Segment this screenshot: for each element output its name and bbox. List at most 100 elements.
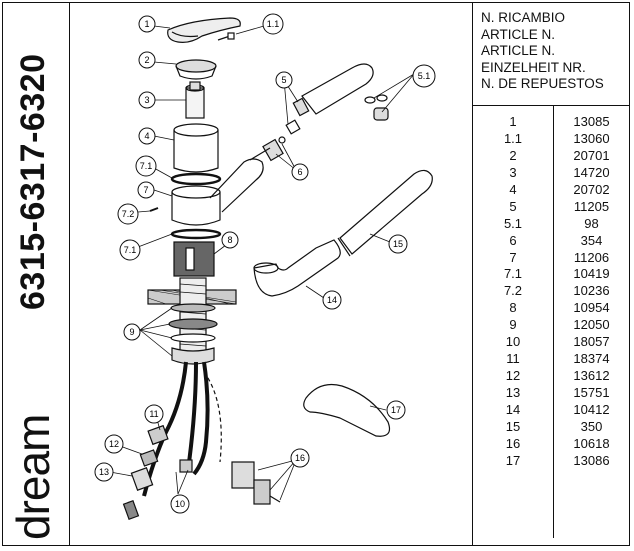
callout-6: 6 bbox=[291, 163, 309, 181]
part-position: 10 bbox=[505, 334, 521, 350]
part-position: 5.1 bbox=[503, 215, 523, 231]
tap-body bbox=[171, 158, 264, 226]
table-row: 16 10618 bbox=[473, 436, 630, 453]
callout-7-1-top: 7.1 bbox=[135, 155, 157, 177]
svg-text:8: 8 bbox=[227, 235, 232, 245]
spray-head-small bbox=[292, 63, 374, 117]
callout-17: 17 bbox=[386, 400, 406, 420]
callout-4: 4 bbox=[138, 127, 156, 145]
callout-9: 9 bbox=[123, 323, 141, 341]
callout-3: 3 bbox=[138, 91, 156, 109]
part-position: 14 bbox=[505, 401, 521, 417]
svg-text:11: 11 bbox=[149, 409, 158, 419]
table-row: 15 350 bbox=[473, 419, 630, 436]
part-code: 14720 bbox=[573, 164, 610, 180]
table-row: 13 15751 bbox=[473, 385, 630, 402]
svg-text:1.1: 1.1 bbox=[267, 19, 280, 29]
cap bbox=[175, 59, 217, 80]
part-position: 1 bbox=[509, 114, 517, 129]
grub-screw bbox=[149, 207, 159, 212]
part-code: 10618 bbox=[573, 435, 610, 451]
header-line-2: ARTICLE N. bbox=[481, 26, 556, 42]
callout-7-2: 7.2 bbox=[117, 203, 139, 225]
washers-nut bbox=[168, 303, 218, 365]
svg-text:14: 14 bbox=[327, 295, 337, 305]
callout-11: 11 bbox=[144, 404, 164, 424]
model-code-text: 6315-6317-6320 bbox=[14, 53, 52, 310]
column-divider bbox=[553, 106, 554, 538]
part-position: 3 bbox=[509, 164, 517, 180]
part-code: 10954 bbox=[573, 300, 610, 316]
callout-13: 13 bbox=[94, 462, 114, 482]
title-strip bbox=[2, 2, 70, 546]
svg-text:5.1: 5.1 bbox=[418, 71, 431, 81]
part-position: 12 bbox=[505, 368, 521, 384]
svg-text:5: 5 bbox=[281, 75, 286, 85]
leader-lines bbox=[109, 25, 415, 501]
exploded-diagram: 1 1.1 2 3 4 7.1 7 7.2 7.1 8 9 5 5.1 6 15… bbox=[70, 2, 472, 546]
part-position: 7.2 bbox=[503, 283, 523, 299]
threaded-shank bbox=[179, 277, 207, 359]
header-line-1: N. RICAMBIO bbox=[481, 10, 566, 25]
svg-text:10: 10 bbox=[175, 499, 185, 509]
part-code: 20701 bbox=[573, 147, 610, 163]
svg-text:15: 15 bbox=[393, 239, 403, 249]
svg-text:13: 13 bbox=[99, 467, 109, 477]
svg-text:9: 9 bbox=[129, 327, 134, 337]
header-line-4: EINZELHEIT NR. bbox=[481, 59, 586, 75]
part-code: 13060 bbox=[573, 130, 610, 146]
hose-connectors bbox=[122, 424, 193, 520]
header-line-5: N. DE REPUESTOS bbox=[481, 76, 604, 91]
table-row: 8 10954 bbox=[473, 300, 630, 317]
callout-2: 2 bbox=[138, 51, 156, 69]
svg-text:16: 16 bbox=[295, 453, 305, 463]
part-code: 11205 bbox=[573, 198, 610, 214]
o-ring-bottom bbox=[170, 228, 222, 240]
part-code: 10236 bbox=[573, 283, 610, 299]
part-code: 15751 bbox=[573, 385, 610, 400]
part-position: 16 bbox=[505, 435, 521, 451]
part-code: 354 bbox=[580, 232, 603, 248]
callouts: 1 1.1 2 3 4 7.1 7 7.2 7.1 8 9 5 5.1 6 15… bbox=[94, 13, 436, 514]
callout-7: 7 bbox=[137, 181, 155, 199]
spindle bbox=[185, 81, 205, 119]
svg-text:2: 2 bbox=[144, 55, 149, 65]
part-code: 12050 bbox=[573, 317, 610, 333]
part-code: 13086 bbox=[573, 452, 610, 468]
o-ring-top bbox=[170, 172, 222, 186]
table-row: 7.2 10236 bbox=[473, 283, 630, 300]
long-lever bbox=[303, 383, 391, 437]
svg-text:3: 3 bbox=[144, 95, 149, 105]
spout-fittings bbox=[249, 119, 301, 162]
aerator-parts bbox=[364, 94, 389, 121]
part-code: 10419 bbox=[573, 266, 610, 282]
callout-15: 15 bbox=[388, 234, 408, 254]
part-position: 15 bbox=[505, 418, 521, 434]
part-position: 13 bbox=[505, 385, 521, 400]
part-position: 8 bbox=[509, 300, 517, 316]
svg-text:4: 4 bbox=[144, 131, 149, 141]
callout-1: 1 bbox=[138, 15, 156, 33]
part-code: 350 bbox=[580, 418, 603, 434]
handle-screw bbox=[217, 32, 235, 41]
callout-14: 14 bbox=[322, 290, 342, 310]
handle-lever bbox=[167, 17, 241, 43]
header-line-3: ARTICLE N. bbox=[481, 43, 556, 58]
table-header: N. RICAMBIO ARTICLE N. ARTICLE N. EINZEL… bbox=[473, 2, 630, 106]
swivel-spout bbox=[253, 239, 341, 297]
callout-16: 16 bbox=[290, 448, 310, 468]
part-code: 10412 bbox=[573, 401, 610, 417]
part-position: 7 bbox=[509, 249, 517, 265]
drawing-frame bbox=[2, 2, 630, 546]
sleeve bbox=[173, 123, 219, 173]
